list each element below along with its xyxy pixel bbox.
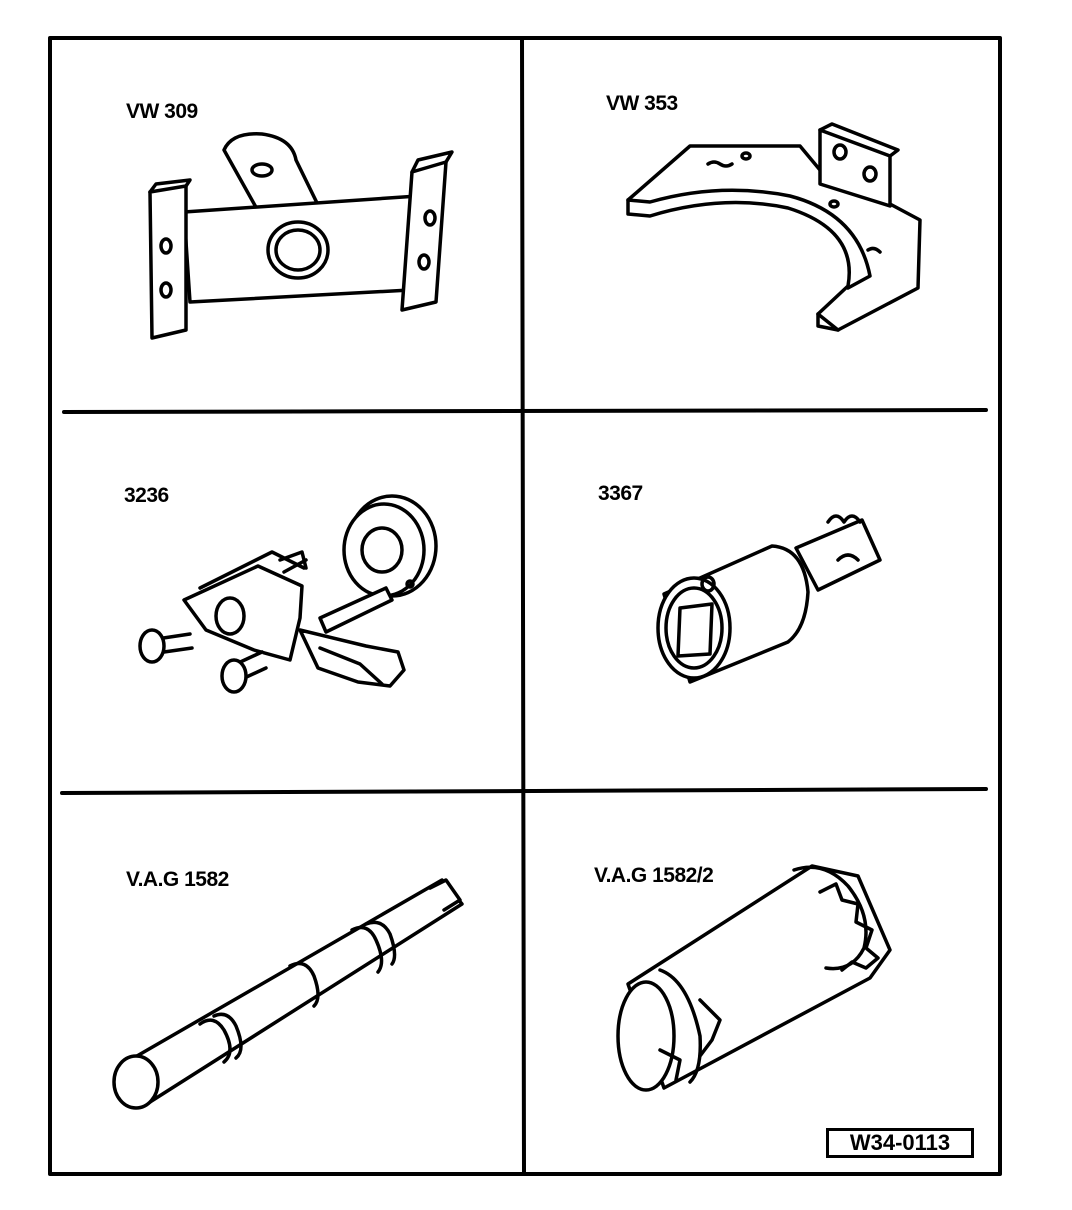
divider-row-2 [60, 787, 988, 795]
tool-label-vw353: VW 353 [606, 92, 678, 115]
tool-label-3367: 3367 [598, 482, 643, 505]
tool-label-3236: 3236 [124, 484, 169, 507]
tool-vag1582-2-drawing [616, 864, 892, 1092]
figure-reference-box: W34-0113 [826, 1128, 974, 1158]
tool-label-vag1582: V.A.G 1582 [126, 868, 229, 891]
tool-label-vw309: VW 309 [126, 100, 198, 123]
tool-vw353-drawing [626, 122, 922, 332]
tool-vw309-drawing [148, 132, 454, 340]
divider-vertical [520, 36, 526, 1176]
tool-3236-drawing [138, 494, 438, 694]
tool-label-vag1582-2: V.A.G 1582/2 [594, 864, 714, 887]
tool-3367-drawing [656, 514, 882, 684]
tool-vag1582-drawing [112, 878, 464, 1110]
figure-reference-code: W34-0113 [849, 1130, 951, 1155]
divider-row-1 [62, 408, 988, 414]
